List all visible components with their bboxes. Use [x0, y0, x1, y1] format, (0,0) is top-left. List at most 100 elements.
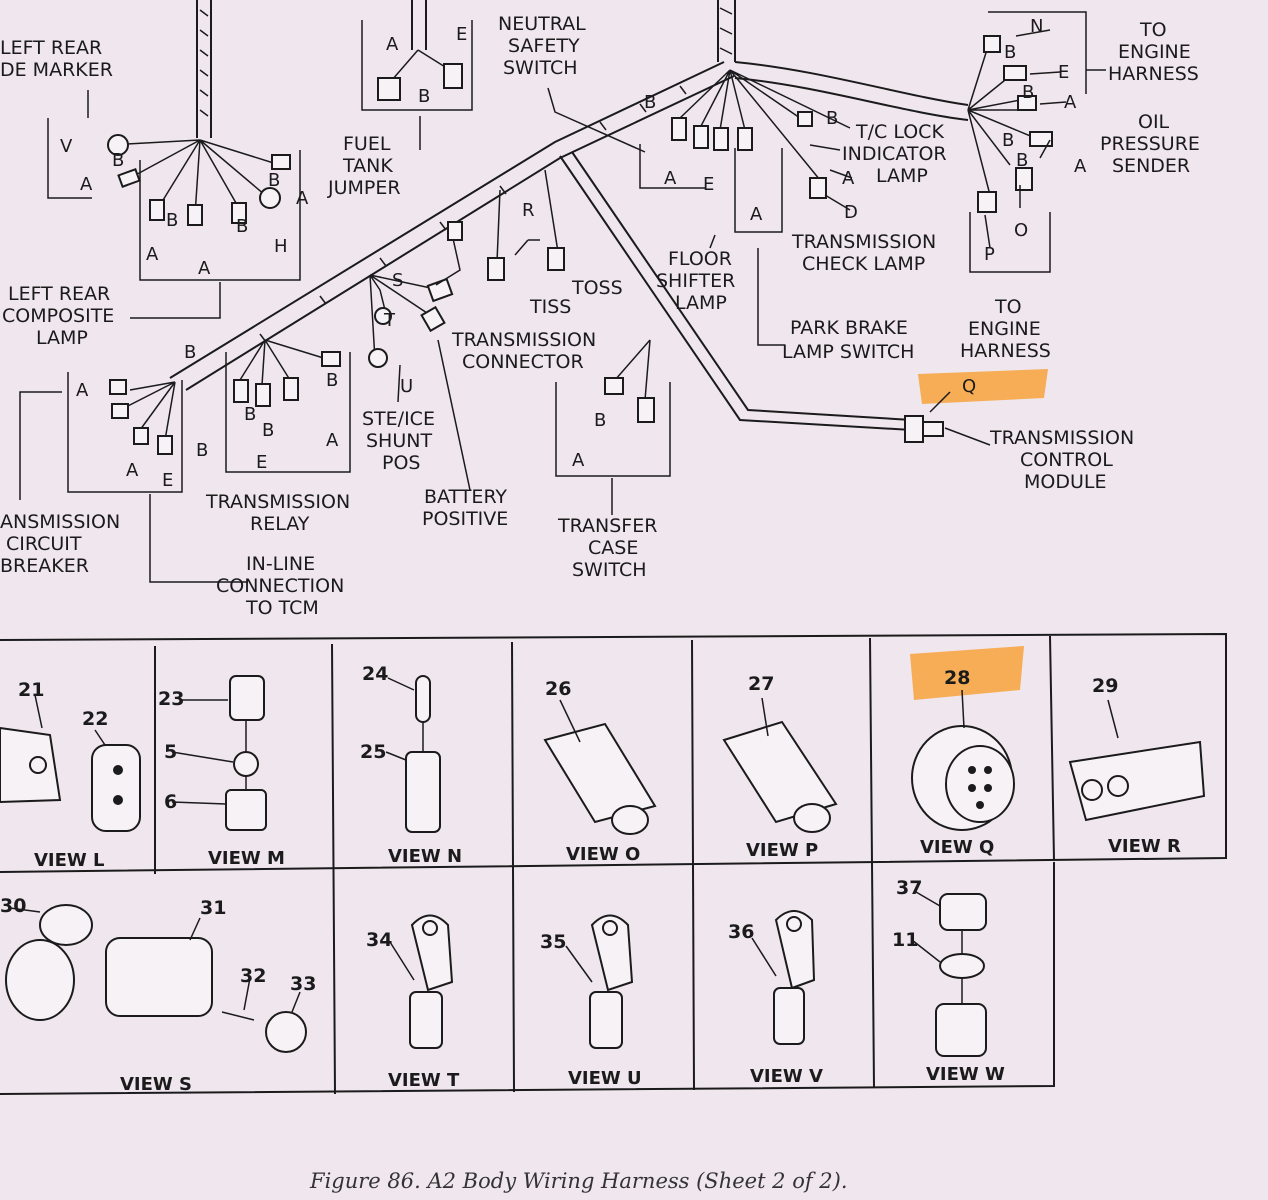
part-number-35: 35	[540, 931, 566, 953]
pin-b: B	[244, 404, 256, 425]
view-r-parts	[1068, 699, 1206, 822]
pin-e: E	[703, 174, 714, 195]
part-number-5: 5	[164, 741, 177, 763]
label-tiss: TISS	[529, 296, 571, 318]
part-number-32: 32	[240, 965, 266, 987]
label-shunt: SHUNT	[366, 430, 432, 452]
part-number-22: 22	[82, 708, 108, 730]
part-number-11: 11	[892, 929, 918, 951]
part-number-37: 37	[896, 877, 922, 899]
view-v-label: VIEW V	[750, 1066, 823, 1087]
transfer-case-group	[555, 339, 671, 515]
label-left-rear-side-marker: LEFT REAR	[0, 37, 102, 59]
pin-b: B	[166, 210, 178, 231]
pin-u: U	[400, 376, 413, 397]
pin-e: E	[162, 470, 173, 491]
pin-a: A	[572, 450, 585, 471]
pin-e: E	[256, 452, 267, 473]
pin-s: S	[392, 270, 403, 291]
relay-connector-group	[19, 339, 351, 583]
center-connector-group	[547, 69, 851, 233]
pin-b: B	[196, 440, 208, 461]
label-control: CONTROL	[1020, 449, 1113, 471]
pin-r: R	[522, 200, 535, 221]
pin-a: A	[146, 244, 159, 265]
label-indicator: INDICATOR	[842, 143, 947, 165]
view-s-label: VIEW S	[120, 1074, 192, 1095]
pin-t: T	[383, 310, 396, 331]
view-v-parts	[751, 910, 816, 1045]
part-number-34: 34	[366, 929, 392, 951]
label-lamp-tc: LAMP	[876, 165, 928, 187]
pin-a: A	[198, 258, 211, 279]
pin-b: B	[1004, 42, 1016, 63]
view-w-parts	[911, 891, 987, 1057]
label-jumper: JUMPER	[327, 177, 401, 199]
part-number-23: 23	[158, 688, 184, 710]
view-w-label: VIEW W	[926, 1064, 1005, 1085]
part-number-26: 26	[545, 678, 571, 700]
view-labels: VIEW L VIEW M VIEW N VIEW O VIEW P VIEW …	[34, 836, 1181, 1095]
pin-e: E	[1058, 62, 1069, 83]
label-tc-lock: T/C LOCK	[855, 121, 944, 143]
pin-a: A	[76, 380, 89, 401]
pin-e: E	[456, 24, 467, 45]
label-to-tcm: TO TCM	[245, 597, 319, 619]
pin-a: A	[1064, 92, 1077, 113]
label-to-engine-bottom: TO	[994, 296, 1022, 318]
highlight-q	[918, 369, 1048, 404]
label-harness-top: HARNESS	[1108, 63, 1199, 85]
pin-a: A	[126, 460, 139, 481]
pin-n: N	[1030, 16, 1043, 37]
label-pressure: PRESSURE	[1100, 133, 1200, 155]
pin-a: A	[750, 204, 763, 225]
pin-a: A	[664, 168, 677, 189]
label-oil: OIL	[1138, 111, 1170, 133]
part-numbers: 21 22 23 5 6 24 25 26 27 28 29 30 31 32 …	[0, 663, 1118, 995]
part-number-6: 6	[164, 791, 177, 813]
label-lamp-composite: LAMP	[36, 327, 88, 349]
label-shifter: SHIFTER	[656, 270, 735, 292]
label-case: CASE	[588, 537, 638, 559]
label-floor: FLOOR	[668, 248, 732, 270]
view-m-parts	[171, 675, 267, 831]
pin-a: A	[386, 34, 399, 55]
views-table	[0, 632, 1227, 1095]
label-connection: CONNECTION	[216, 575, 344, 597]
pin-b: B	[1002, 130, 1014, 151]
view-o-parts	[543, 699, 657, 835]
label-ste-ice: STE/ICE	[362, 408, 435, 430]
label-lamp-floor: LAMP	[675, 292, 727, 314]
pin-b: B	[1016, 150, 1028, 171]
fuel-tank-jumper-group	[361, 0, 473, 150]
pin-b: B	[268, 170, 280, 191]
part-number-29: 29	[1092, 675, 1118, 697]
tcm-connector	[904, 391, 991, 446]
pin-a: A	[296, 188, 309, 209]
pin-b: B	[184, 342, 196, 363]
transmission-connector-group	[368, 169, 565, 491]
view-u-parts	[565, 914, 634, 1049]
part-number-24: 24	[362, 663, 388, 685]
pin-letters: A E B V B A B B B A A A H B A E A B A D …	[60, 16, 1087, 491]
pin-o: O	[1014, 220, 1028, 241]
pin-a: A	[326, 430, 339, 451]
pin-p: P	[984, 244, 995, 265]
label-circuit: CIRCUIT	[6, 533, 82, 555]
highlight-28	[910, 646, 1024, 700]
harness-trunks	[169, 0, 969, 431]
pin-b: B	[1022, 82, 1034, 103]
pin-a: A	[842, 168, 855, 189]
label-harness-bottom: HARNESS	[960, 340, 1051, 362]
part-number-25: 25	[360, 741, 386, 763]
figure-caption: Figure 86. A2 Body Wiring Harness (Sheet…	[309, 1169, 848, 1193]
composite-lamp-leader	[130, 282, 221, 319]
view-n-label: VIEW N	[388, 846, 462, 867]
view-n-parts	[385, 675, 441, 833]
label-left-rear-side-marker-2: DE MARKER	[0, 59, 113, 81]
label-switch: SWITCH	[503, 57, 578, 79]
view-l-label: VIEW L	[34, 850, 105, 871]
part-number-28: 28	[944, 667, 970, 689]
label-transfer: TRANSFER	[557, 515, 657, 537]
